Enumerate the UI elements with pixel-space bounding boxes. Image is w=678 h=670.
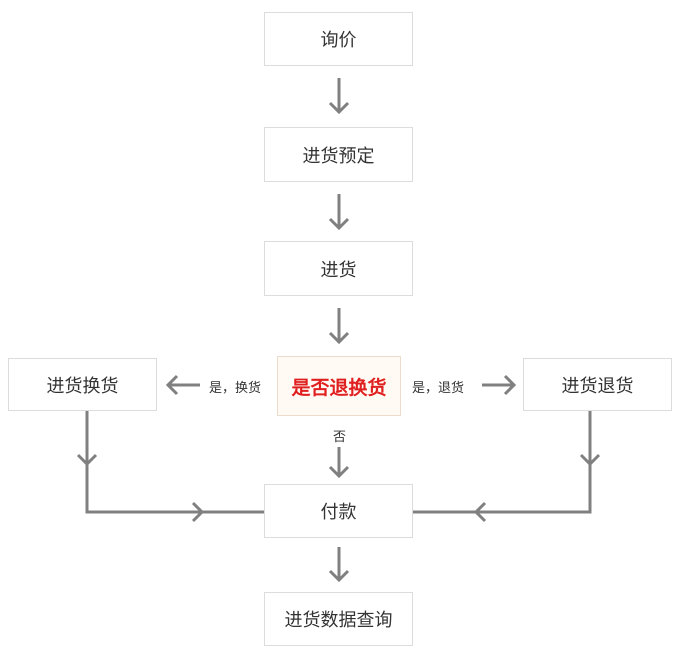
node-payment: 付款 <box>264 484 413 538</box>
node-purchase: 进货 <box>264 241 413 296</box>
edge-label-yes-return: 是，退货 <box>412 381 465 396</box>
arrow-payment-to-query <box>328 547 350 583</box>
connector-return-to-payment <box>413 411 601 523</box>
arrow-inquiry-to-reserve <box>328 78 350 115</box>
node-exchange: 进货换货 <box>8 358 157 411</box>
arrow-reserve-to-purchase <box>328 194 350 231</box>
node-reserve: 进货预定 <box>264 127 413 182</box>
node-decision: 是否退换货 <box>277 356 401 416</box>
node-query: 进货数据查询 <box>264 592 413 646</box>
node-return: 进货退货 <box>523 358 672 411</box>
edge-label-no: 否 <box>333 430 347 445</box>
arrow-decision-to-payment <box>328 447 350 479</box>
edge-label-yes-exchange: 是，换货 <box>209 381 262 396</box>
node-inquiry: 询价 <box>264 12 413 66</box>
arrow-purchase-to-decision <box>328 308 350 345</box>
arrow-decision-to-exchange <box>165 374 200 396</box>
arrow-decision-to-return <box>482 374 517 396</box>
connector-exchange-to-payment <box>76 411 264 523</box>
